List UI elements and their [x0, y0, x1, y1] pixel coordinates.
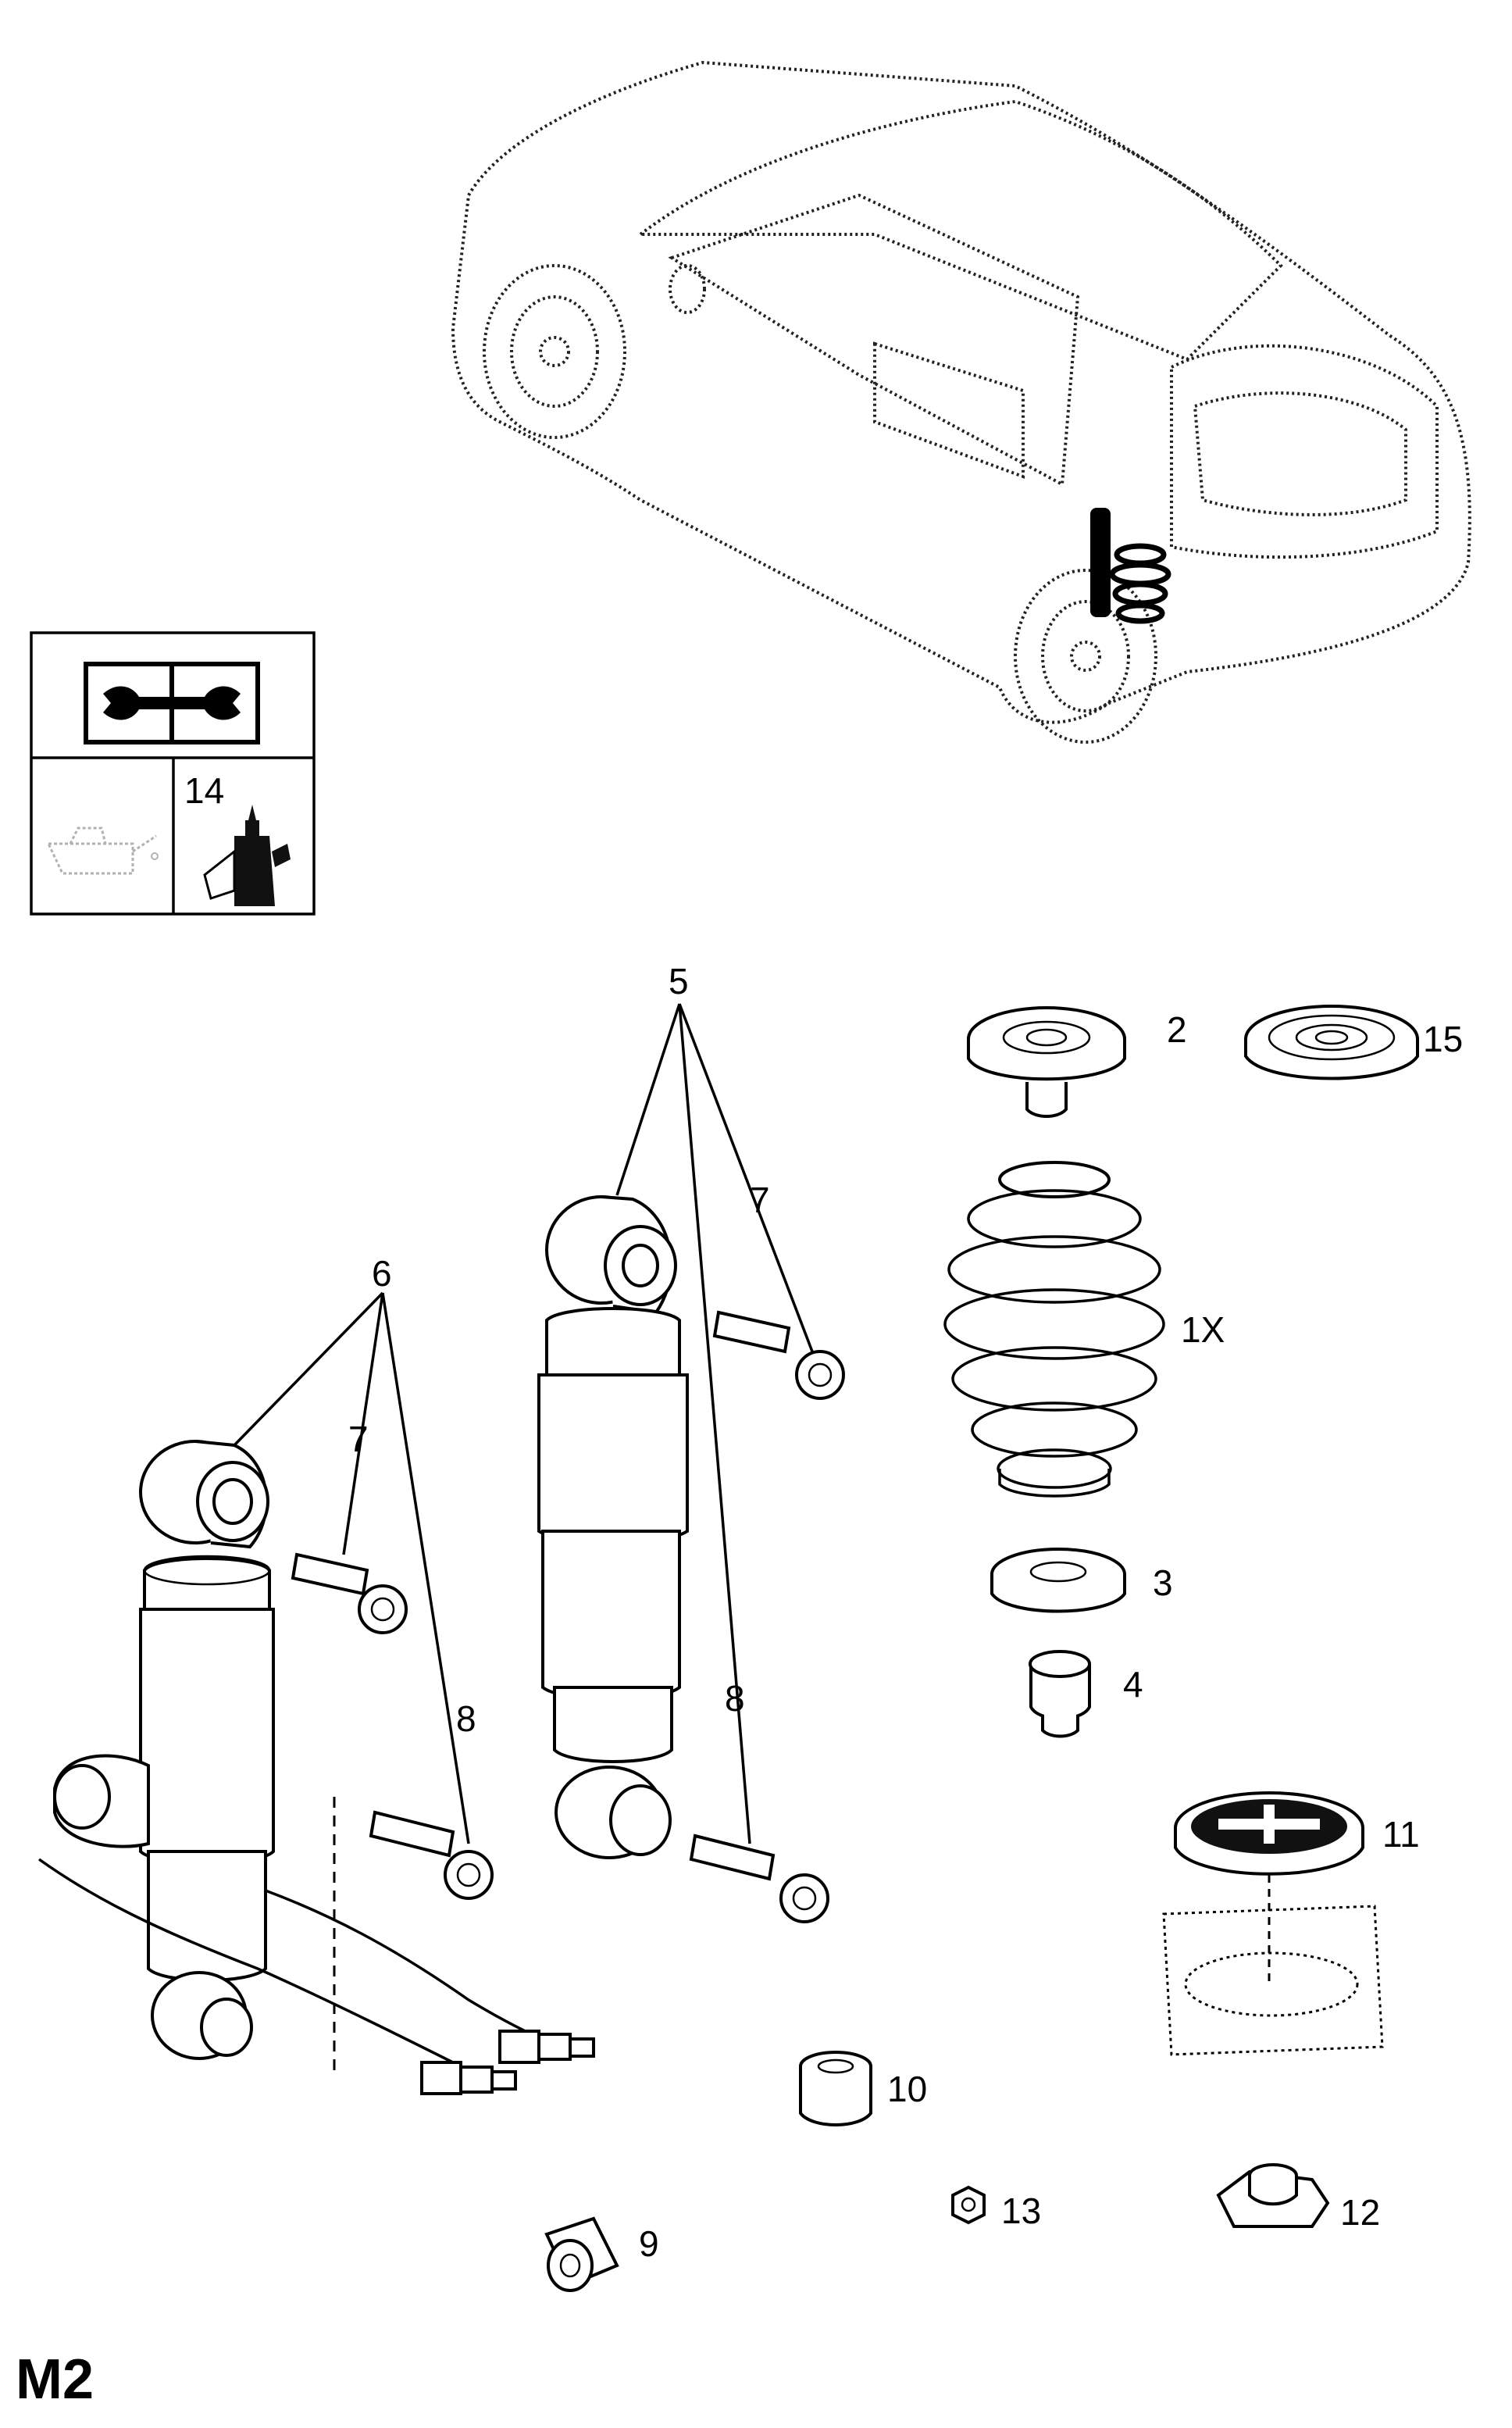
coil-spring — [943, 1161, 1165, 1498]
legend-box: 14 — [30, 631, 316, 916]
callout-8-right: 8 — [725, 1678, 745, 1719]
upper-spring-seat — [967, 1006, 1126, 1118]
bolt-7-right — [712, 1310, 845, 1400]
shock-absorber-left — [37, 1440, 595, 2095]
bolt-7-left — [291, 1552, 408, 1634]
callout-1X: 1X — [1181, 1309, 1225, 1350]
callout-12: 12 — [1340, 2192, 1380, 2233]
spring-seat-15 — [1244, 1005, 1419, 1080]
bolt-8-right — [689, 1833, 829, 1923]
callout-3: 3 — [1153, 1562, 1173, 1603]
connector-a — [498, 2030, 595, 2064]
callout-14: 14 — [184, 770, 224, 811]
shock-absorber-right — [537, 1195, 689, 1859]
repair-manual-icon — [84, 662, 260, 744]
bump-stop-4 — [1029, 1650, 1091, 1738]
adhesive-bottle-icon — [203, 805, 291, 906]
bolt-8-left — [369, 1810, 494, 1900]
nut-13 — [951, 2185, 986, 2225]
callout-6: 6 — [372, 1253, 392, 1294]
callout-15: 15 — [1423, 1019, 1463, 1059]
callout-13: 13 — [1001, 2191, 1041, 2231]
connector-b — [420, 2061, 517, 2095]
callout-7-right: 7 — [750, 1180, 770, 1220]
sleeve-9 — [544, 2216, 619, 2292]
spring-pad-3 — [990, 1548, 1126, 1613]
leader-lines — [233, 1003, 814, 1844]
cap-12 — [1216, 2163, 1330, 2228]
callout-7-left: 7 — [348, 1419, 369, 1459]
callout-5: 5 — [669, 961, 689, 1002]
callout-9: 9 — [639, 2223, 659, 2264]
mount-plate-11 — [1162, 1791, 1384, 2056]
bushing-10 — [799, 2051, 872, 2126]
callout-8-left: 8 — [456, 1698, 476, 1739]
page-code: M2 — [16, 2348, 94, 2411]
callout-10: 10 — [887, 2069, 927, 2109]
callout-4: 4 — [1123, 1664, 1143, 1705]
oil-can-icon — [46, 827, 159, 875]
callout-labels: 5 6 7 7 8 8 2 15 1X 3 4 11 10 9 13 12 — [348, 961, 1463, 2264]
callout-2: 2 — [1167, 1009, 1187, 1050]
vehicle-outline — [451, 60, 1471, 744]
callout-11: 11 — [1382, 1814, 1420, 1855]
